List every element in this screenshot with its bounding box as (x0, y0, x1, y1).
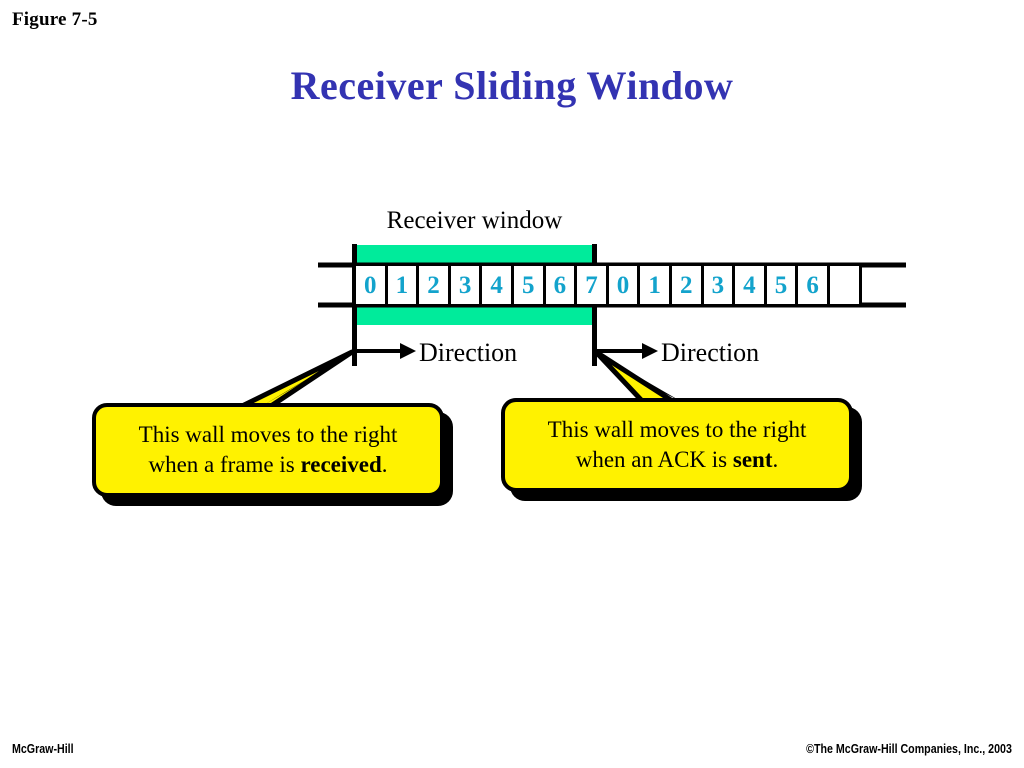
frame-cell[interactable]: 1 (384, 263, 420, 307)
callout-right-line2: when an ACK is sent. (576, 445, 779, 475)
frame-cell[interactable]: 7 (574, 263, 609, 307)
frame-cell[interactable]: 3 (700, 263, 736, 307)
callout-left-line2: when a frame is received. (148, 450, 387, 480)
footer-copyright: ©The McGraw-Hill Companies, Inc., 2003 (806, 741, 1012, 756)
receiver-window-label: Receiver window (386, 207, 563, 234)
callout-left-line2-suffix: . (381, 452, 388, 477)
frame-cell[interactable]: 1 (637, 263, 672, 307)
frame-cell[interactable]: 0 (605, 263, 641, 307)
callout-ack-wall: This wall moves to the right when an ACK… (501, 398, 853, 492)
figure-label: Figure 7-5 (12, 9, 98, 30)
frame-cell[interactable]: 2 (416, 263, 451, 307)
receiver-window-band-bottom (353, 303, 596, 325)
frame-cell[interactable]: 4 (732, 263, 767, 307)
frame-strip: 0 1 2 3 4 5 6 7 0 1 2 3 4 5 6 (353, 263, 862, 307)
callout-right-line2-bold: sent (732, 447, 773, 472)
callout-right-line1: This wall moves to the right (547, 416, 807, 442)
frame-cell[interactable] (826, 263, 862, 307)
callout-right-line2-prefix: when an ACK is (575, 447, 733, 472)
callout-right-line2-suffix: . (772, 447, 779, 472)
direction-arrow-right (597, 343, 658, 359)
frame-cell[interactable]: 2 (668, 263, 704, 307)
frame-cell[interactable]: 3 (447, 263, 483, 307)
page-title: Receiver Sliding Window (290, 63, 734, 108)
footer-publisher: McGraw-Hill (12, 741, 74, 756)
callout-receive-wall: This wall moves to the right when a fram… (92, 403, 444, 497)
frame-cell[interactable]: 6 (542, 263, 578, 307)
direction-label-right: Direction (661, 338, 760, 367)
frame-cell[interactable]: 5 (510, 263, 546, 307)
callout-left-line2-prefix: when a frame is (148, 452, 301, 477)
callout-left-line1: This wall moves to the right (138, 421, 398, 447)
callout-left-line2-bold: received (300, 452, 382, 477)
direction-label-left: Direction (419, 338, 518, 367)
frame-cell[interactable]: 4 (479, 263, 514, 307)
direction-arrow-left (356, 343, 416, 359)
frame-cell[interactable]: 6 (795, 263, 830, 307)
callout-left-leader (235, 349, 355, 411)
receiver-window-band-top (353, 245, 596, 267)
frame-cell[interactable]: 0 (353, 263, 388, 307)
frame-cell[interactable]: 5 (763, 263, 799, 307)
